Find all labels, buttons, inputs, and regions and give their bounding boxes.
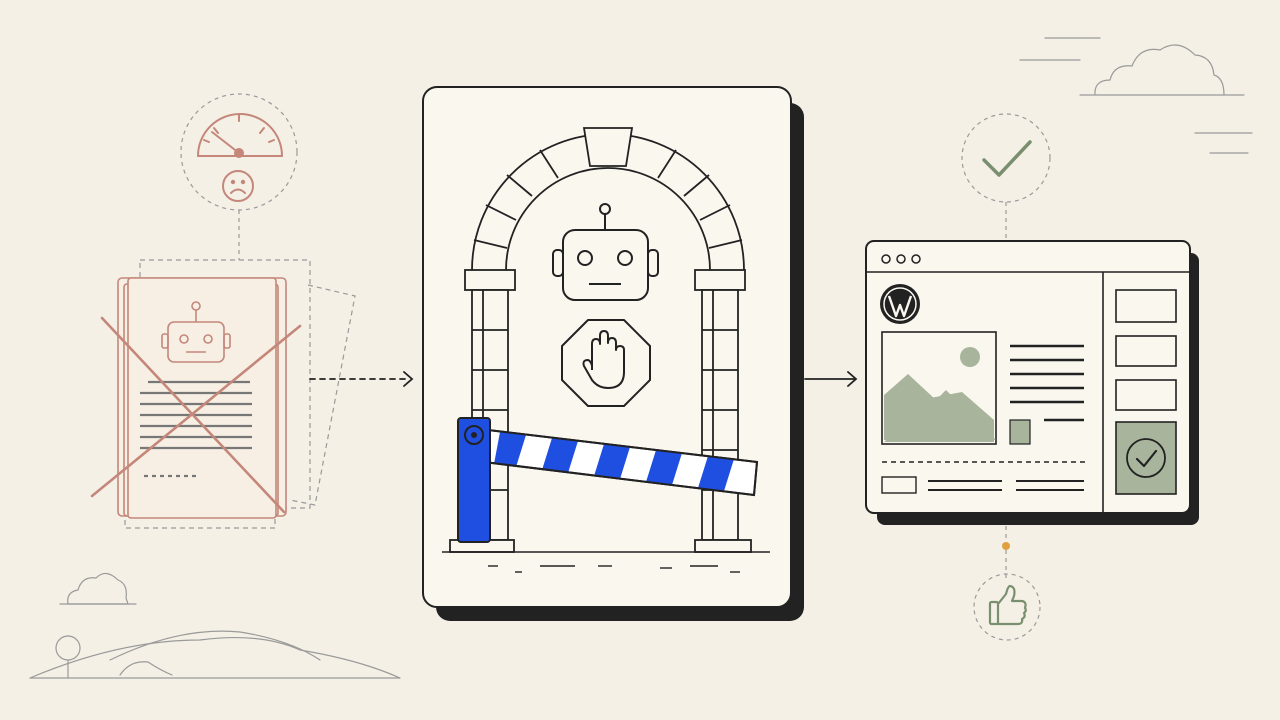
status-dot — [1002, 542, 1010, 550]
cloud-icon — [1094, 44, 1225, 96]
crossed-out-robot-document-icon — [117, 277, 287, 519]
arrow-right-icon — [309, 371, 414, 387]
approved-widget — [1115, 421, 1177, 495]
background-decoration — [29, 37, 1253, 679]
wordpress-site-icon — [865, 240, 1199, 525]
hills-icon — [29, 636, 401, 679]
barrier-gate — [457, 417, 759, 543]
checkmark-icon — [982, 140, 1032, 177]
cloud-icon — [67, 572, 129, 605]
stone-arch — [449, 127, 752, 553]
arrow-right-icon — [804, 371, 858, 387]
approved-section — [865, 113, 1199, 641]
gatekeeper-card — [422, 86, 804, 621]
stop-hand-icon — [561, 319, 651, 407]
sad-face-icon — [222, 170, 254, 202]
cross-out-mark — [90, 316, 302, 514]
slow-speedometer-icon — [197, 113, 283, 158]
rejected-section — [90, 93, 356, 529]
document-text-lines — [140, 380, 252, 478]
thumbs-up-icon — [988, 584, 1027, 626]
content-text-lines — [1010, 344, 1084, 422]
sidebar-widgets — [1115, 289, 1177, 411]
robot-stopped-at-gate-icon — [552, 203, 659, 301]
check-badge — [961, 113, 1051, 203]
ground-line — [442, 551, 770, 573]
wordpress-logo-icon — [880, 284, 920, 324]
image-placeholder — [881, 331, 997, 445]
thumbs-up-badge — [973, 573, 1041, 641]
tree-icon — [55, 635, 81, 661]
